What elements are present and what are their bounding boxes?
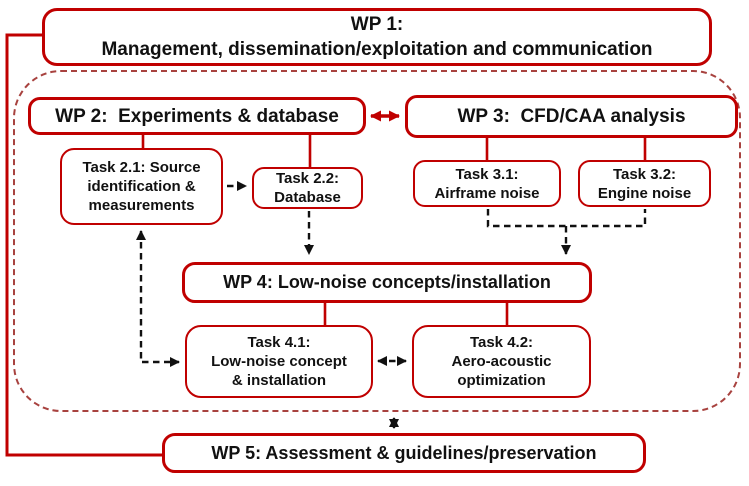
task42-box: Task 4.2: Aero-acoustic optimization — [412, 325, 591, 398]
wp3-box: WP 3: CFD/CAA analysis — [405, 95, 738, 138]
wp234-dashed-container — [13, 70, 741, 412]
task32-line1: Task 3.2: — [612, 165, 677, 183]
wp4-box: WP 4: Low-noise concepts/installation — [182, 262, 592, 303]
wp1-title-line1: WP 1: — [350, 14, 404, 35]
task32-line2: Engine noise — [597, 184, 692, 202]
wp2-box: WP 2: Experiments & database — [28, 97, 366, 135]
task22-line1: Task 2.2: — [275, 170, 340, 187]
wp2-label: WP 2: Experiments & database — [55, 105, 339, 127]
task42-line1: Task 4.2: — [469, 334, 534, 351]
task42-line2: Aero-acoustic — [451, 353, 552, 370]
task21-task41-bidirectional-arrow — [136, 230, 180, 367]
task21-line2: identification & — [87, 178, 196, 195]
wp-to-task-connectors — [141, 133, 647, 328]
task32-box: Task 3.2: Engine noise — [578, 160, 711, 207]
task41-line1: Task 4.1: — [247, 334, 311, 351]
task31-line1: Task 3.1: — [455, 165, 519, 183]
wp1-title-line2: Management, dissemination/exploitation a… — [101, 39, 653, 60]
task22-box: Task 2.2: Database — [252, 167, 363, 209]
wp5-label: WP 5: Assessment & guidelines/preservati… — [211, 442, 597, 463]
task21-line3: measurements — [88, 197, 195, 214]
task41-line3: & installation — [231, 372, 327, 389]
task21-line1: Task 2.1: Source — [82, 159, 201, 176]
task31-task32-merge-connector — [486, 209, 647, 228]
task31-box: Task 3.1: Airframe noise — [413, 160, 561, 207]
task31-line2: Airframe noise — [434, 184, 540, 202]
wp3-label: WP 3: CFD/CAA analysis — [457, 106, 686, 127]
wp5-box: WP 5: Assessment & guidelines/preservati… — [162, 433, 646, 473]
wp1-box: WP 1: Management, dissemination/exploita… — [42, 8, 712, 66]
task42-line3: optimization — [457, 372, 546, 389]
task41-box: Task 4.1: Low-noise concept & installati… — [185, 325, 373, 398]
wp1-wp5-left-connector — [5, 33, 164, 457]
task21-box: Task 2.1: Source identification & measur… — [60, 148, 223, 225]
wp4-label: WP 4: Low-noise concepts/installation — [223, 272, 551, 292]
task22-line2: Database — [274, 189, 341, 206]
task41-line2: Low-noise concept — [211, 353, 347, 370]
